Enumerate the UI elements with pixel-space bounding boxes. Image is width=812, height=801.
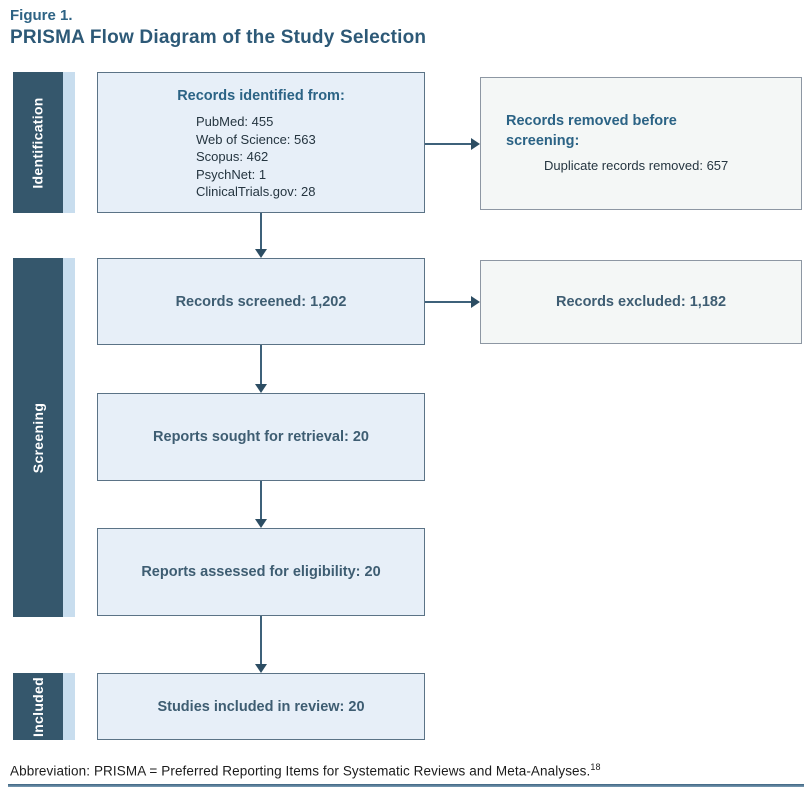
arrow-line (260, 213, 262, 249)
box-reports-assessed: Reports assessed for eligibility: 20 (97, 528, 425, 616)
stage-strip-screening (63, 258, 75, 617)
arrow-down-icon (255, 384, 267, 393)
records-excluded-text: Records excluded: 1,182 (555, 294, 727, 310)
box-records-screened: Records screened: 1,202 (97, 258, 425, 345)
stage-label-identification: Identification (30, 96, 46, 189)
stage-label-included: Included (30, 676, 46, 737)
stage-bar-identification: Identification (13, 72, 63, 213)
source-psychnet: PsychNet: 1 (196, 166, 267, 182)
box-studies-included: Studies included in review: 20 (97, 673, 425, 740)
box-records-identified: Records identified from: PubMed: 455 Web… (97, 72, 425, 213)
arrow-down-icon (255, 664, 267, 673)
source-web-of-science: Web of Science: 563 (196, 131, 316, 147)
arrow-down-icon (255, 249, 267, 258)
stage-strip-included (63, 673, 75, 740)
reference-superscript: 18 (590, 762, 601, 772)
stage-label-screening: Screening (30, 402, 47, 473)
box-records-removed: Records removed before screening: Duplic… (480, 77, 802, 210)
arrow-right-icon (471, 296, 480, 308)
arrow-line (425, 143, 471, 145)
records-identified-heading: Records identified from: (177, 88, 345, 104)
stage-strip-identification (63, 72, 75, 213)
records-screened-text: Records screened: 1,202 (175, 293, 347, 310)
abbreviation-text: Abbreviation: PRISMA = Preferred Reporti… (10, 763, 591, 779)
arrow-screened-to-sought (255, 345, 267, 393)
duplicate-records-removed: Duplicate records removed: 657 (544, 158, 729, 173)
arrow-line (425, 301, 471, 303)
arrow-line (260, 481, 262, 519)
arrow-line (260, 616, 262, 664)
box-records-excluded: Records excluded: 1,182 (480, 260, 802, 344)
figure-title: PRISMA Flow Diagram of the Study Selecti… (10, 27, 427, 48)
arrow-screened-to-excluded (425, 296, 480, 308)
stage-bar-screening: Screening (13, 258, 63, 617)
bottom-rule (8, 784, 804, 787)
reports-assessed-text: Reports assessed for eligibility: 20 (141, 564, 381, 580)
records-identified-source-list: PubMed: 455 Web of Science: 563 Scopus: … (98, 113, 424, 201)
figure-label: Figure 1. (10, 7, 73, 24)
source-clinicaltrials: ClinicalTrials.gov: 28 (196, 184, 316, 199)
abbreviation-note: Abbreviation: PRISMA = Preferred Reporti… (10, 762, 601, 779)
box-reports-sought: Reports sought for retrieval: 20 (97, 393, 425, 481)
arrow-sought-to-assessed (255, 481, 267, 528)
arrow-assessed-to-included (255, 616, 267, 673)
arrow-identified-to-removed (425, 138, 480, 150)
arrow-down-icon (255, 519, 267, 528)
arrow-identified-to-screened (255, 213, 267, 258)
arrow-line (260, 345, 262, 384)
records-removed-heading: Records removed before screening: (506, 113, 677, 149)
source-pubmed: PubMed: 455 (196, 114, 274, 129)
reports-sought-text: Reports sought for retrieval: 20 (153, 429, 369, 445)
stage-bar-included: Included (13, 673, 63, 740)
source-scopus: Scopus: 462 (196, 149, 269, 164)
studies-included-text: Studies included in review: 20 (157, 698, 365, 715)
arrow-right-icon (471, 138, 480, 150)
